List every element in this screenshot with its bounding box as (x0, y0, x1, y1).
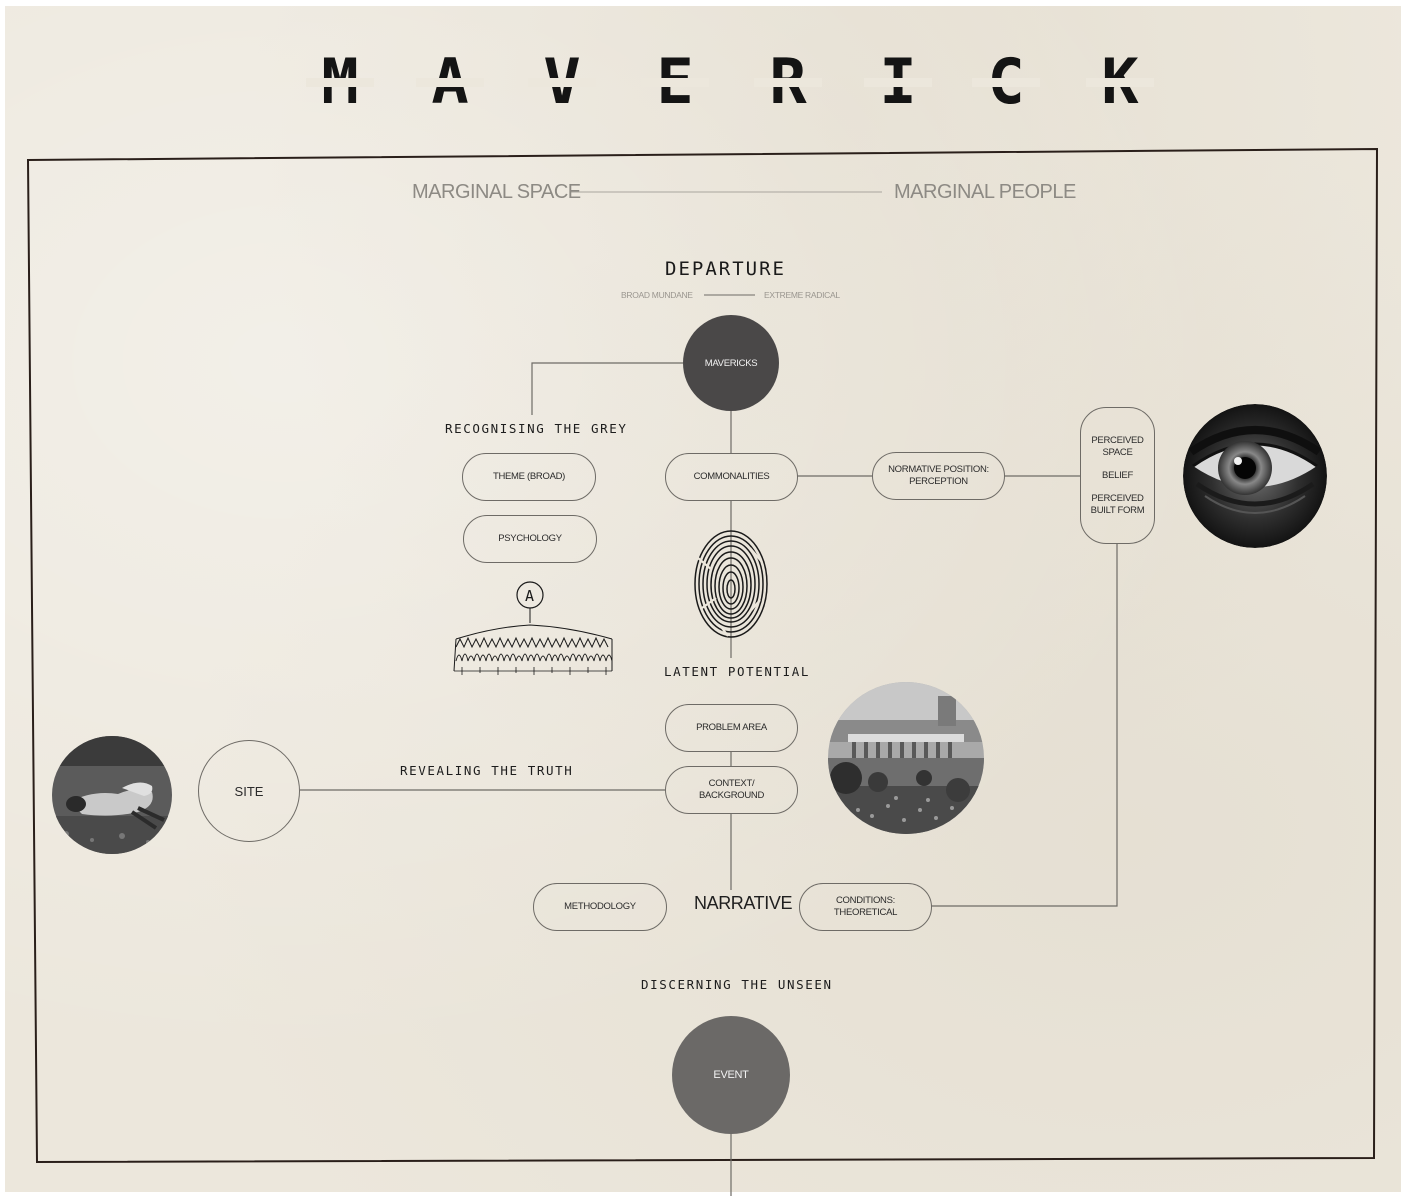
commonalities-node: COMMONALITIES (665, 453, 798, 501)
person-lying-photo (52, 736, 172, 854)
crowd-photo (828, 682, 984, 834)
event-node: EVENT (672, 1016, 790, 1134)
latent-potential-label: LATENT POTENTIAL (664, 664, 811, 679)
mavericks-node: MAVERICKS (683, 315, 779, 411)
sketch-letter: A (525, 587, 534, 605)
recognising-label: RECOGNISING THE GREY (445, 421, 628, 436)
line-mavericks-to-grey (531, 362, 683, 415)
perceived-node: PERCEIVED SPACE BELIEF PERCEIVED BUILT F… (1080, 407, 1155, 544)
theme-node: THEME (BROAD) (462, 453, 596, 501)
conditions-node: CONDITIONS: THEORETICAL (799, 883, 932, 931)
problem-area-node: PROBLEM AREA (665, 704, 798, 752)
title-letter: R (754, 44, 822, 120)
revealing-label: REVEALING THE TRUTH (400, 763, 574, 778)
header-right: MARGINAL PEOPLE (894, 181, 1076, 203)
frame-border (26, 147, 1379, 1164)
title-letter: V (528, 44, 596, 120)
discerning-label: DISCERNING THE UNSEEN (641, 977, 833, 992)
title-letter: E (641, 44, 709, 120)
title-letter: C (972, 44, 1040, 120)
perceived-built-form-label: PERCEIVED BUILT FORM (1090, 492, 1145, 516)
title-letter: M (306, 44, 374, 120)
eye-photo (1183, 404, 1327, 548)
title-letter: K (1086, 44, 1154, 120)
departure-scale-right: EXTREME RADICAL (764, 290, 840, 300)
narrative-label: NARRATIVE (694, 893, 793, 913)
context-background-node: CONTEXT/ BACKGROUND (665, 766, 798, 814)
header-left: MARGINAL SPACE (412, 181, 581, 203)
site-node: SITE (198, 740, 300, 842)
psychology-node: PSYCHOLOGY (463, 515, 597, 563)
departure-title: DEPARTURE (665, 258, 786, 280)
belief-label: BELIEF (1102, 469, 1133, 481)
methodology-node: METHODOLOGY (533, 883, 667, 931)
normative-position-node: NORMATIVE POSITION: PERCEPTION (872, 452, 1005, 500)
poster-paper (5, 6, 1401, 1192)
fingerprint-icon (694, 530, 768, 638)
line-perceived-conditions (931, 544, 1118, 907)
title-letter: I (864, 44, 932, 120)
crowd-sketch: A (453, 581, 613, 675)
title-letter: A (416, 44, 484, 120)
departure-scale-left: BROAD MUNDANE (621, 290, 693, 300)
perceived-space-label: PERCEIVED SPACE (1091, 434, 1144, 458)
